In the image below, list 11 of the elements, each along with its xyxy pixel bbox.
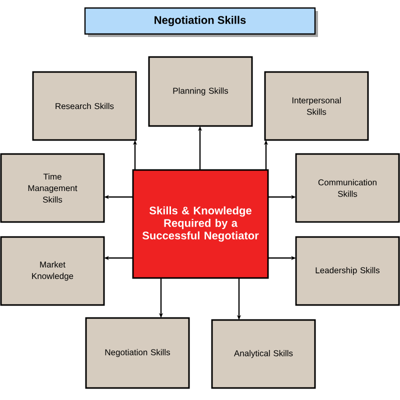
skill-box: Interpersonal Skills: [264, 71, 369, 141]
skill-box: Communication Skills: [295, 153, 400, 223]
skill-box: Planning Skills: [148, 56, 253, 127]
skill-box: Market Knowledge: [0, 236, 105, 306]
title-box: Negotiation Skills: [84, 7, 316, 35]
skill-box: Leadership Skills: [295, 236, 400, 306]
skill-box: Research Skills: [32, 71, 137, 141]
skill-box: Analytical Skills: [211, 319, 316, 389]
skill-box: Time Management Skills: [0, 153, 105, 223]
skill-box: Negotiation Skills: [85, 317, 190, 389]
central-box: Skills & Knowledge Required by a Successful Negotiator: [132, 169, 269, 279]
